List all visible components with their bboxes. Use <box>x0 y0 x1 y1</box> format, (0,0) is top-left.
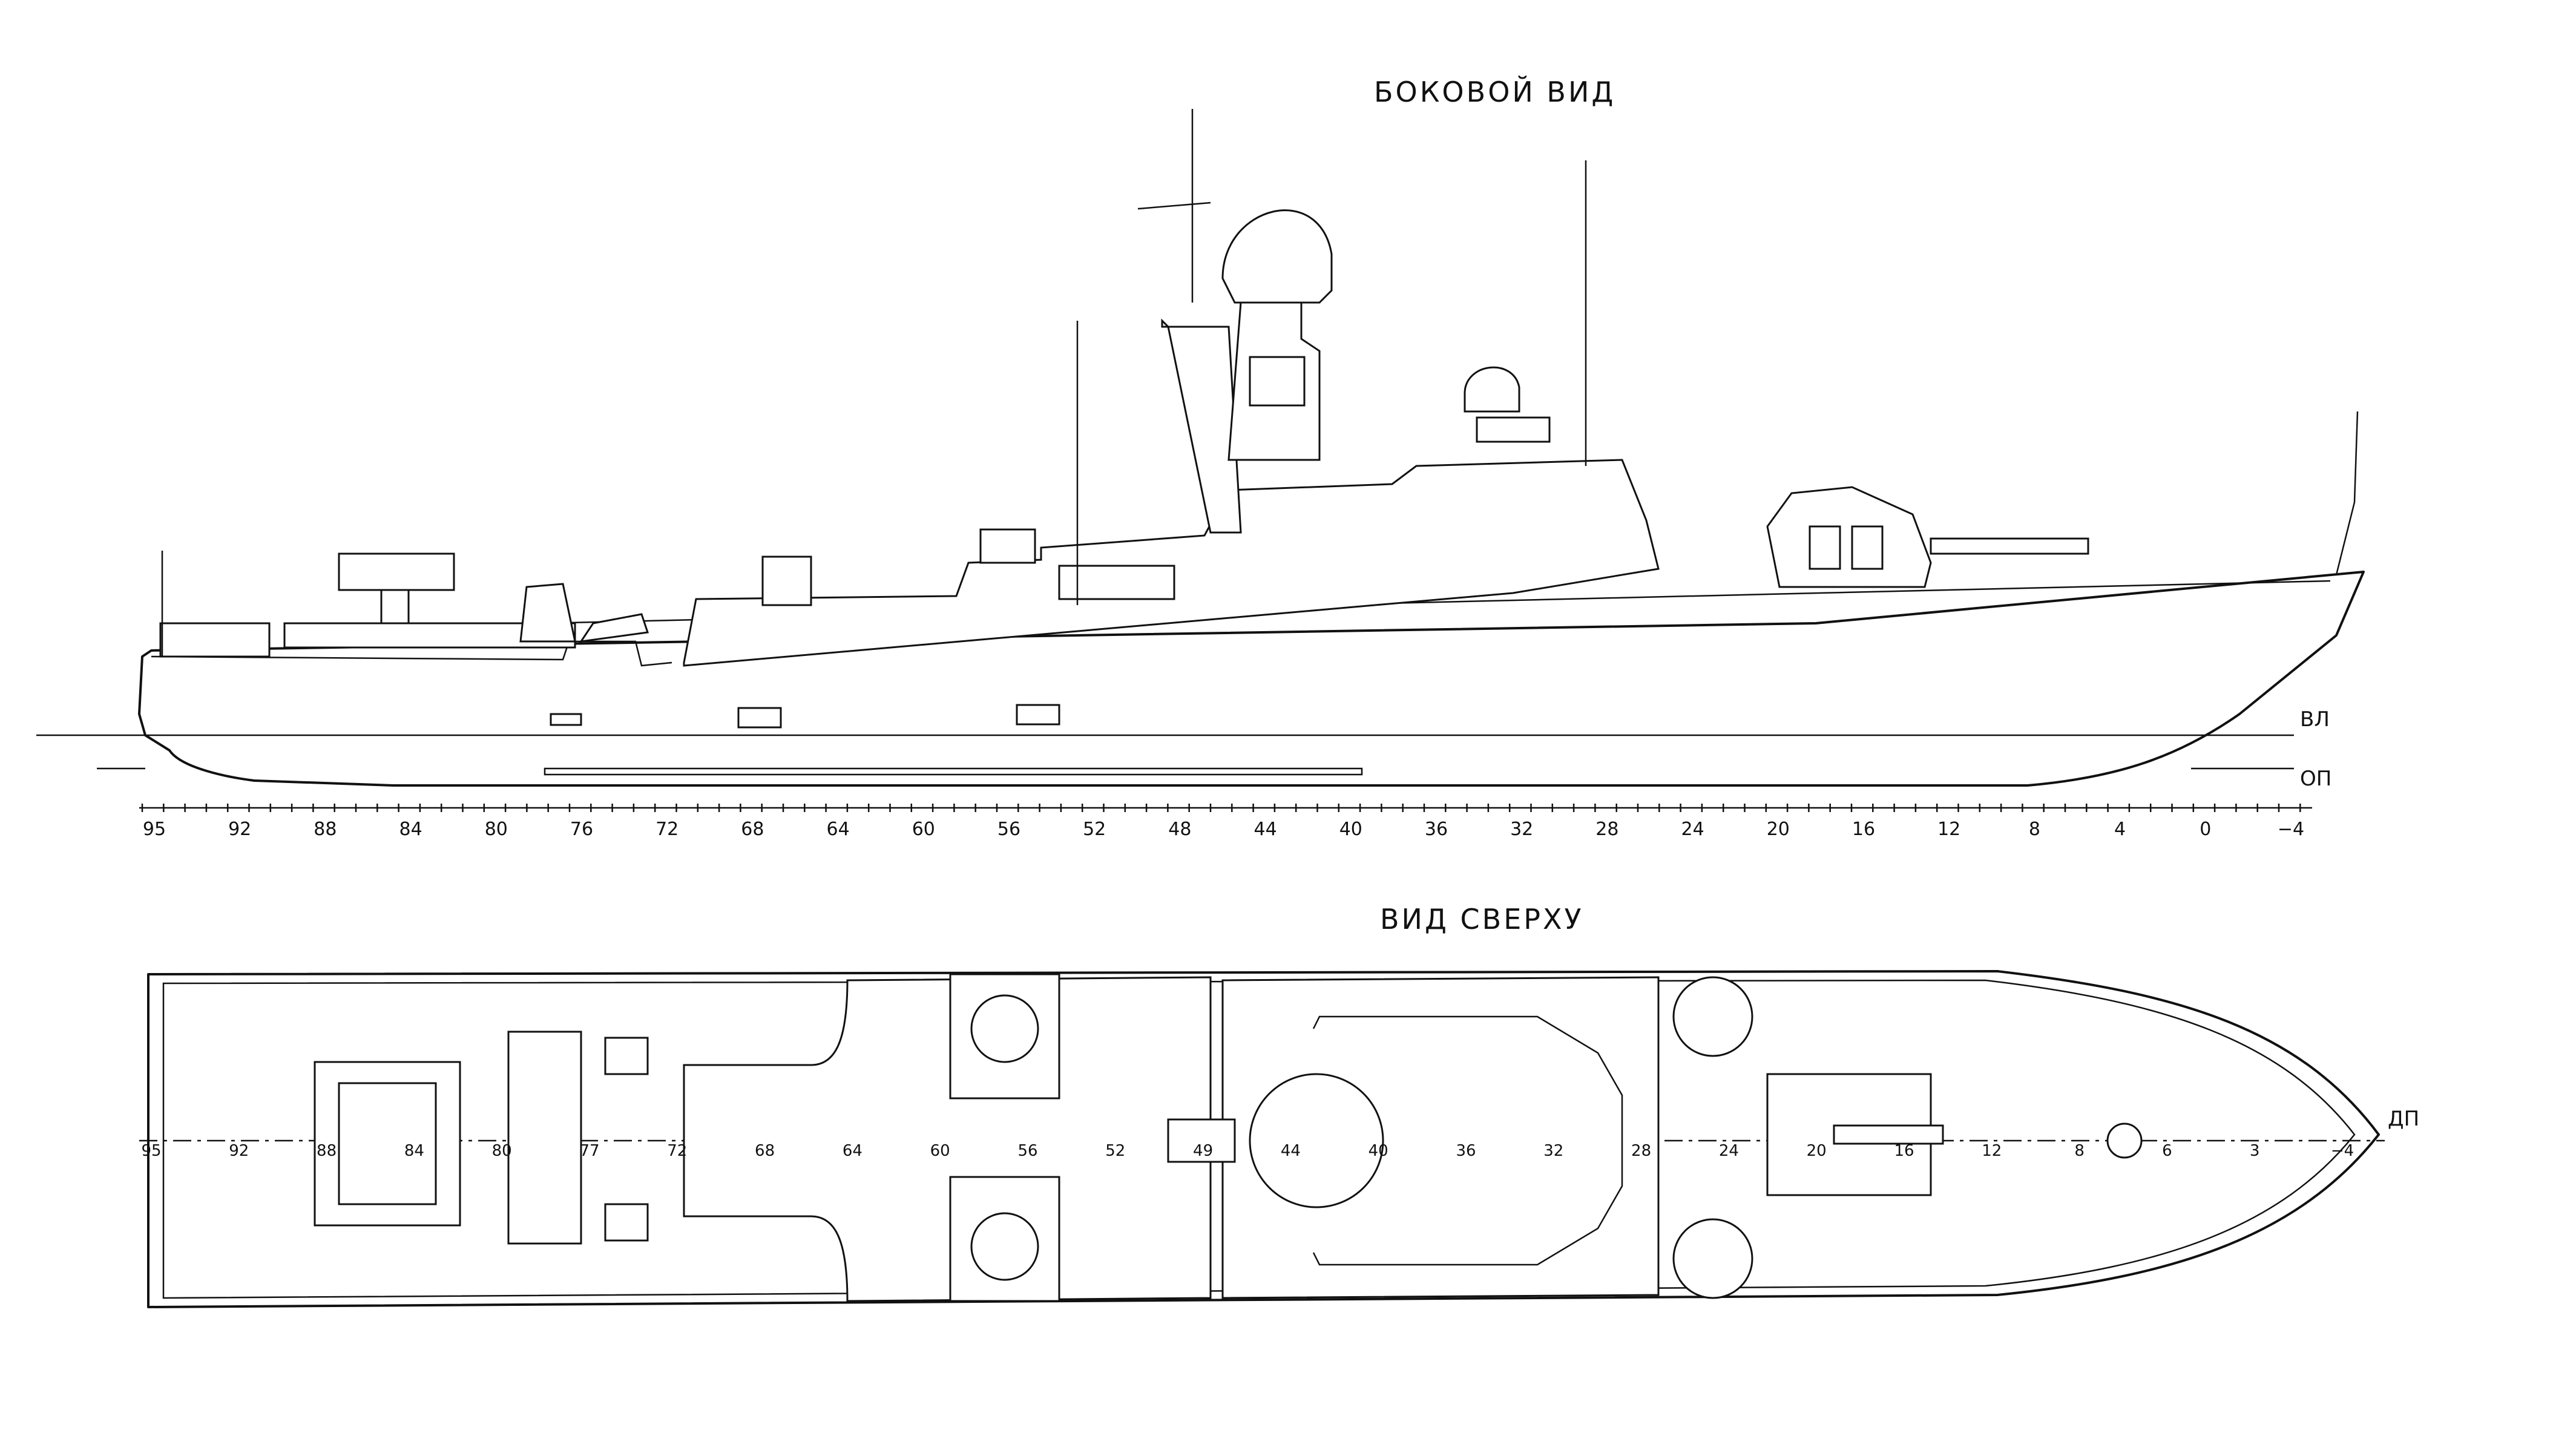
frame-scale-label: 95 <box>143 819 166 840</box>
frame-scale-label: −4 <box>2278 819 2304 840</box>
plan-frame-label: −4 <box>2331 1142 2354 1160</box>
plan-frame-label: 84 <box>404 1142 424 1160</box>
plan-frame-label: 68 <box>755 1142 775 1160</box>
baseline-label: ОП <box>2300 767 2331 791</box>
plan-frame-label: 28 <box>1631 1142 1651 1160</box>
radome <box>1221 209 1333 304</box>
side-view-title: БОКОВОЙ ВИД <box>1374 76 1616 108</box>
plan-frame-label: 80 <box>492 1142 512 1160</box>
plan-frame-label: 44 <box>1281 1142 1301 1160</box>
centerline-label: ДП <box>2388 1107 2419 1131</box>
plan-frame-label: 24 <box>1719 1142 1739 1160</box>
plan-frame-label: 49 <box>1193 1142 1213 1160</box>
main-gun-turret <box>1766 486 1932 588</box>
fire-control-director <box>1464 366 1520 413</box>
plan-frame-label: 6 <box>2162 1142 2172 1160</box>
plan-frame-label: 20 <box>1807 1142 1827 1160</box>
frame-scale-label: 48 <box>1168 819 1191 840</box>
superstructure-lower <box>683 459 1660 667</box>
frame-scale-label: 80 <box>485 819 508 840</box>
frame-scale-label: 20 <box>1767 819 1790 840</box>
frame-scale-label: 64 <box>827 819 850 840</box>
plan-frame-label: 52 <box>1105 1142 1125 1160</box>
frame-scale-label: 72 <box>656 819 678 840</box>
frame-scale-label: 12 <box>1937 819 1960 840</box>
plan-frame-label: 60 <box>930 1142 950 1160</box>
top-view-title: ВИД СВЕРХУ <box>1380 903 1584 936</box>
frame-scale-label: 44 <box>1254 819 1277 840</box>
frame-scale-label: 40 <box>1339 819 1362 840</box>
plan-frame-label: 8 <box>2074 1142 2085 1160</box>
plan-frame-label: 36 <box>1456 1142 1476 1160</box>
frame-scale-label: 56 <box>997 819 1020 840</box>
hull-side <box>138 571 2365 787</box>
hull-plan <box>147 970 2380 1308</box>
plan-frame-label: 77 <box>579 1142 599 1160</box>
frame-scale-label: 60 <box>912 819 935 840</box>
plan-frame-label: 56 <box>1017 1142 1037 1160</box>
plan-frame-label: 95 <box>141 1142 161 1160</box>
frame-scale-label: 0 <box>2200 819 2211 840</box>
main-gun-barrel <box>1930 537 2089 555</box>
frame-scale-label: 36 <box>1425 819 1448 840</box>
forward-deckhouse-plan <box>1221 976 1660 1299</box>
frame-scale-label: 52 <box>1083 819 1106 840</box>
plan-frame-label: 32 <box>1543 1142 1563 1160</box>
frame-scale-label: 68 <box>741 819 764 840</box>
plan-frame-label: 72 <box>667 1142 687 1160</box>
aft-launcher <box>519 583 576 643</box>
waterline-label: ВЛ <box>2300 707 2330 732</box>
frame-scale-label: 84 <box>399 819 422 840</box>
plan-frame-label: 64 <box>843 1142 862 1160</box>
frame-scale-label: 8 <box>2029 819 2040 840</box>
frame-scale-label: 32 <box>1510 819 1533 840</box>
plan-frame-label: 92 <box>229 1142 249 1160</box>
frame-scale-label: 16 <box>1852 819 1875 840</box>
frame-scale-label: 92 <box>228 819 251 840</box>
plan-frame-label: 88 <box>317 1142 337 1160</box>
frame-scale-label: 28 <box>1595 819 1618 840</box>
forward-gun-mount <box>979 528 1036 564</box>
main-mast <box>1161 318 1242 534</box>
plan-frame-label: 40 <box>1368 1142 1388 1160</box>
radome-plan <box>1249 1073 1384 1208</box>
plan-frame-label: 3 <box>2250 1142 2260 1160</box>
frame-scale-label: 88 <box>314 819 337 840</box>
plan-frame-label: 12 <box>1982 1142 2002 1160</box>
aft-radar-antenna <box>338 552 455 591</box>
frame-scale-label: 24 <box>1681 819 1704 840</box>
frame-scale-label: 76 <box>570 819 593 840</box>
plan-frame-label: 16 <box>1894 1142 1914 1160</box>
frame-scale-label: 4 <box>2114 819 2126 840</box>
